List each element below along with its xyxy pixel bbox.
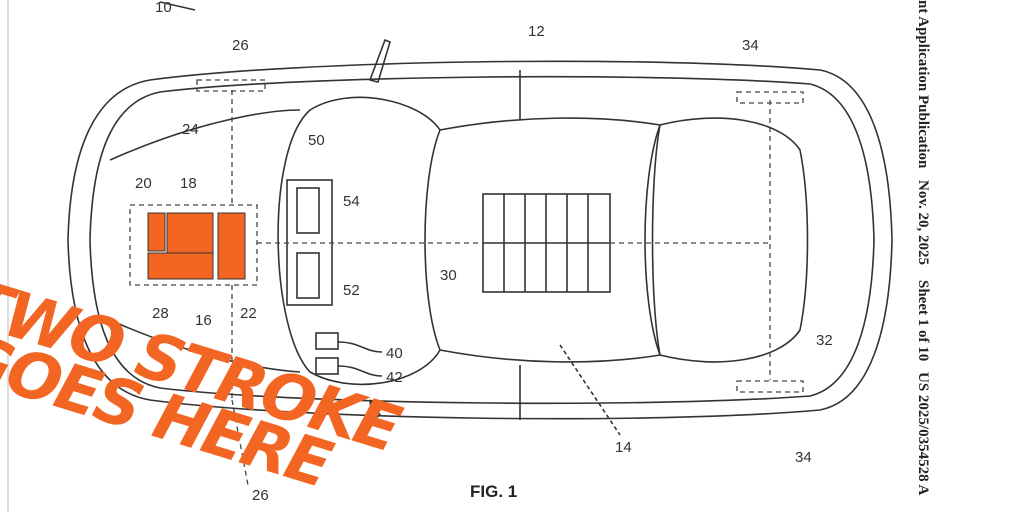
label-32: 32 [816,332,833,349]
label-34-top: 34 [742,37,759,54]
hood-line [110,110,300,160]
leader-40 [338,342,382,352]
publication-title: nt Application Publication [914,0,931,168]
label-26-bottom: 26 [252,487,269,504]
module-40 [316,333,338,349]
label-42: 42 [386,369,403,386]
label-10: 10 [155,0,172,16]
engine-components [148,213,245,279]
label-18: 18 [180,175,197,192]
leader-42 [338,366,382,376]
label-22: 22 [240,305,257,322]
windshield [278,97,440,384]
figure-caption: FIG. 1 [470,482,517,502]
label-14: 14 [615,439,632,456]
rear-window [645,118,808,362]
label-30: 30 [440,267,457,284]
module-54 [297,188,319,233]
label-34-bottom: 34 [795,449,812,466]
label-52: 52 [343,282,360,299]
mirror-top [370,40,390,82]
label-40: 40 [386,345,403,362]
label-20: 20 [135,175,152,192]
label-54: 54 [343,193,360,210]
label-50: 50 [308,132,325,149]
sheet-number: Sheet 1 of 10 [914,280,931,361]
label-12: 12 [528,23,545,40]
label-24: 24 [182,121,199,138]
leader-14 [560,345,620,435]
publication-date: Nov. 20, 2025 [914,180,931,265]
publication-number: US 2025/0354528 A [914,372,931,495]
patent-header: nt Application Publication Nov. 20, 2025… [905,0,935,500]
label-16: 16 [195,312,212,329]
sensor-34-bottom [737,381,803,392]
battery-grid [483,194,610,292]
roof [440,118,660,362]
label-26-top: 26 [232,37,249,54]
module-52 [297,253,319,298]
